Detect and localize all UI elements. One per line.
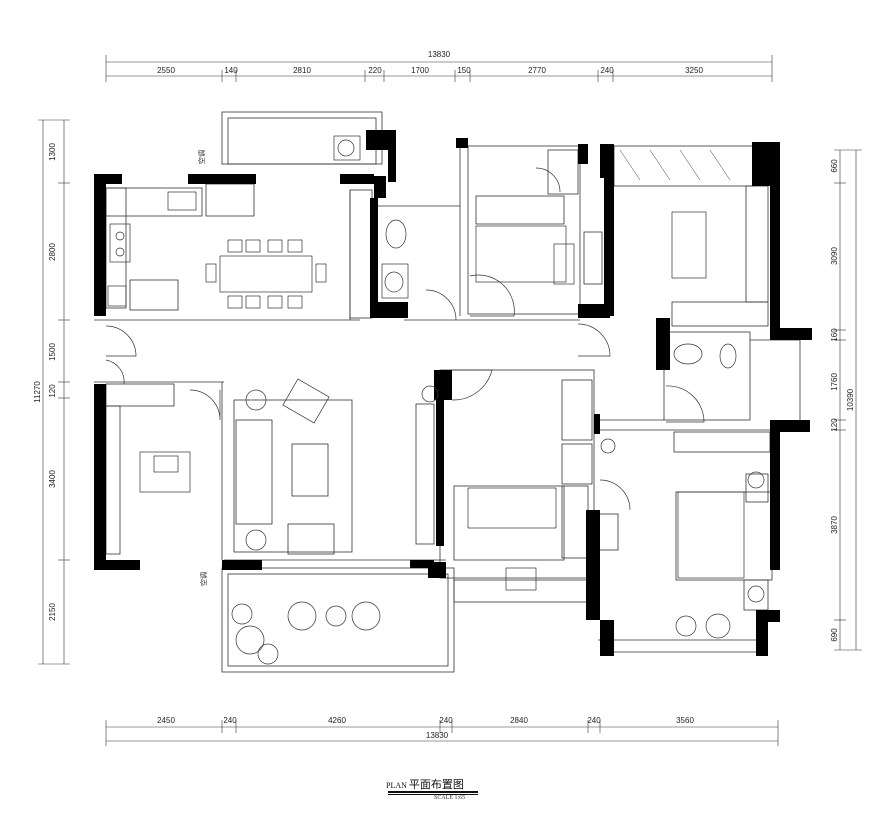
dim-top-7: 2770 (528, 66, 546, 75)
structural-walls (94, 130, 812, 656)
study-desk (139, 451, 191, 493)
dim-top-6: 150 (457, 66, 471, 75)
dim-right-1: 660 (830, 159, 839, 173)
dim-top-3: 2810 (293, 66, 311, 75)
ac-label-bottom: 空调 (199, 572, 208, 586)
dim-bottom-4: 240 (439, 716, 453, 725)
dim-top-2: 140 (224, 66, 238, 75)
dim-bottom-3: 4260 (328, 716, 346, 725)
bottom-dimension-labels: 2450 240 4260 240 2840 240 3560 13830 (157, 716, 694, 740)
drawing-title-main: 平面布置图 (408, 779, 464, 791)
dim-left-5: 3400 (48, 470, 57, 488)
dim-top-total: 13830 (428, 50, 451, 59)
drawing-scale: SCALE 1:65 (434, 795, 466, 801)
dim-left-1: 1300 (48, 143, 57, 161)
dim-bottom-2: 240 (223, 716, 237, 725)
dimension-lines (38, 55, 862, 746)
dim-left-4: 120 (48, 384, 57, 398)
dim-bottom-1: 2450 (157, 716, 175, 725)
master-bed-bottom (677, 491, 745, 579)
left-dimension-labels: 11270 1300 2800 1500 120 3400 2150 (33, 143, 57, 621)
dining-chairs (205, 239, 327, 309)
door-swings (105, 167, 705, 511)
toilet (385, 219, 407, 249)
master-bed-top (671, 211, 707, 279)
dim-left-2: 2800 (48, 243, 57, 261)
dim-bottom-total: 13830 (426, 731, 449, 740)
dim-left-6: 2150 (48, 603, 57, 621)
dim-right-2: 3090 (830, 247, 839, 265)
dim-top-5: 1700 (411, 66, 429, 75)
dim-right-3: 160 (830, 328, 839, 342)
dim-bottom-7: 3560 (676, 716, 694, 725)
dining-table (219, 255, 313, 293)
dim-top-4: 220 (368, 66, 382, 75)
dim-left-3: 1500 (48, 343, 57, 361)
dim-right-7: 690 (830, 628, 839, 642)
dim-right-4: 1760 (830, 373, 839, 391)
right-dimension-labels: 10390 660 3090 160 1760 120 3870 690 (830, 159, 855, 642)
kitchen-sink (167, 191, 197, 211)
furniture (107, 135, 765, 665)
drawing-title-prefix: PLAN (386, 781, 407, 790)
dim-bottom-5: 2840 (510, 716, 528, 725)
dim-top-8: 240 (600, 66, 614, 75)
ac-label-top: 空调 (197, 150, 206, 164)
dim-right-total: 10390 (846, 388, 855, 411)
stove (109, 223, 131, 263)
title-underline (388, 791, 478, 793)
washbasin (381, 263, 409, 299)
washing-machine (333, 135, 361, 161)
bed-top (475, 225, 567, 283)
title-underline-thin (388, 794, 478, 795)
window-hatches (619, 149, 731, 181)
dim-right-6: 3870 (830, 516, 839, 534)
fridge (107, 285, 127, 307)
top-dimension-labels: 13830 2550 140 2810 220 1700 150 2770 24… (157, 50, 703, 75)
dim-right-5: 120 (830, 418, 839, 432)
dim-left-total: 11270 (33, 381, 42, 403)
dim-top-1: 2550 (157, 66, 175, 75)
dim-top-9: 3250 (685, 66, 703, 75)
dim-bottom-6: 240 (587, 716, 601, 725)
plants (231, 603, 279, 665)
